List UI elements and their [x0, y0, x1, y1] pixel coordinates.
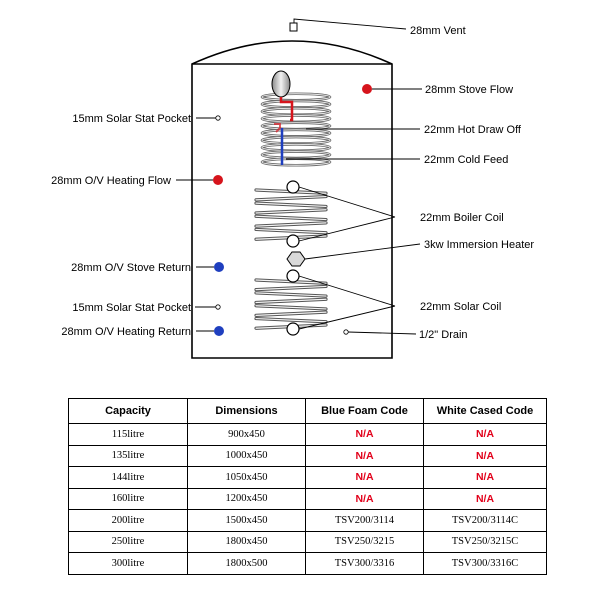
cell-white-cased-code: N/A	[423, 487, 547, 510]
table-row: 160litre 1200x450 N/A N/A	[68, 487, 547, 510]
cell-capacity: 300litre	[68, 552, 188, 575]
header-blue-foam-code: Blue Foam Code	[305, 398, 424, 424]
table-row: 300litre 1800x500 TSV300/3316 TSV300/331…	[68, 552, 547, 575]
cell-dimensions: 900x450	[187, 423, 306, 446]
header-dimensions: Dimensions	[187, 398, 306, 424]
cell-blue-foam-code: TSV300/3316	[305, 552, 424, 575]
solar-coil-return-connection	[286, 322, 300, 336]
table-row: 115litre 900x450 N/A N/A	[68, 423, 547, 446]
cell-white-cased-code: TSV250/3215C	[423, 530, 547, 553]
label-solar-stat-pocket-bottom: 15mm Solar Stat Pocket	[72, 302, 191, 314]
label-ov-heating-return: 28mm O/V Heating Return	[61, 326, 191, 338]
cell-dimensions: 1800x500	[187, 552, 306, 575]
cell-white-cased-code: N/A	[423, 444, 547, 467]
label-drain: 1/2" Drain	[419, 329, 468, 341]
specification-table: Capacity Dimensions Blue Foam Code White…	[68, 398, 547, 575]
boiler-coil-flow-connection	[286, 180, 300, 194]
cell-dimensions: 1000x450	[187, 444, 306, 467]
drain-port	[343, 329, 349, 335]
cell-capacity: 160litre	[68, 487, 188, 510]
vent-fitting	[289, 22, 298, 32]
table-row: 135litre 1000x450 N/A N/A	[68, 444, 547, 467]
cell-white-cased-code: N/A	[423, 423, 547, 446]
label-immersion-heater: 3kw Immersion Heater	[424, 239, 534, 251]
label-boiler-coil: 22mm Boiler Coil	[420, 212, 504, 224]
cylinder-diagram: 28mm Vent 28mm Stove Flow 15mm Solar Sta…	[51, 18, 534, 359]
label-ov-stove-return: 28mm O/V Stove Return	[71, 262, 191, 274]
solar-stat-pocket-bottom-port	[215, 304, 221, 310]
table-header-row: Capacity Dimensions Blue Foam Code White…	[68, 398, 547, 424]
cell-white-cased-code: TSV300/3316C	[423, 552, 547, 575]
cell-dimensions: 1500x450	[187, 509, 306, 532]
label-vent: 28mm Vent	[410, 25, 466, 37]
ov-heating-return-port	[214, 326, 224, 336]
ov-stove-return-port	[214, 262, 224, 272]
cell-dimensions: 1200x450	[187, 487, 306, 510]
label-hot-draw-off: 22mm Hot Draw Off	[424, 124, 522, 136]
label-solar-coil: 22mm Solar Coil	[420, 301, 501, 313]
table-row: 250litre 1800x450 TSV250/3215 TSV250/321…	[68, 530, 547, 553]
solar-stat-pocket-top-port	[215, 115, 221, 121]
cell-blue-foam-code: N/A	[305, 466, 424, 489]
cell-capacity: 144litre	[68, 466, 188, 489]
cell-white-cased-code: TSV200/3114C	[423, 509, 547, 532]
cell-capacity: 135litre	[68, 444, 188, 467]
ov-heating-flow-port	[213, 175, 223, 185]
leader-lines	[176, 18, 422, 335]
hot-draw-off-coil	[260, 70, 332, 167]
boiler-coil-return-connection	[286, 234, 300, 248]
label-solar-stat-pocket-top: 15mm Solar Stat Pocket	[72, 113, 191, 125]
label-stove-flow: 28mm Stove Flow	[425, 84, 513, 96]
cell-white-cased-code: N/A	[423, 466, 547, 489]
label-ov-heating-flow: 28mm O/V Heating Flow	[51, 175, 171, 187]
cell-capacity: 250litre	[68, 530, 188, 553]
label-cold-feed: 22mm Cold Feed	[424, 154, 508, 166]
table-row: 200litre 1500x450 TSV200/3114 TSV200/311…	[68, 509, 547, 532]
header-white-cased-code: White Cased Code	[423, 398, 547, 424]
cell-blue-foam-code: TSV250/3215	[305, 530, 424, 553]
cell-dimensions: 1050x450	[187, 466, 306, 489]
solar-coil-flow-connection	[286, 269, 300, 283]
table-row: 144litre 1050x450 N/A N/A	[68, 466, 547, 489]
cell-capacity: 200litre	[68, 509, 188, 532]
cell-blue-foam-code: TSV200/3114	[305, 509, 424, 532]
solar-coil	[254, 278, 328, 330]
cell-blue-foam-code: N/A	[305, 487, 424, 510]
cell-dimensions: 1800x450	[187, 530, 306, 553]
cell-blue-foam-code: N/A	[305, 444, 424, 467]
cell-capacity: 115litre	[68, 423, 188, 446]
stove-flow-port	[362, 84, 372, 94]
header-capacity: Capacity	[68, 398, 188, 424]
cell-blue-foam-code: N/A	[305, 423, 424, 446]
